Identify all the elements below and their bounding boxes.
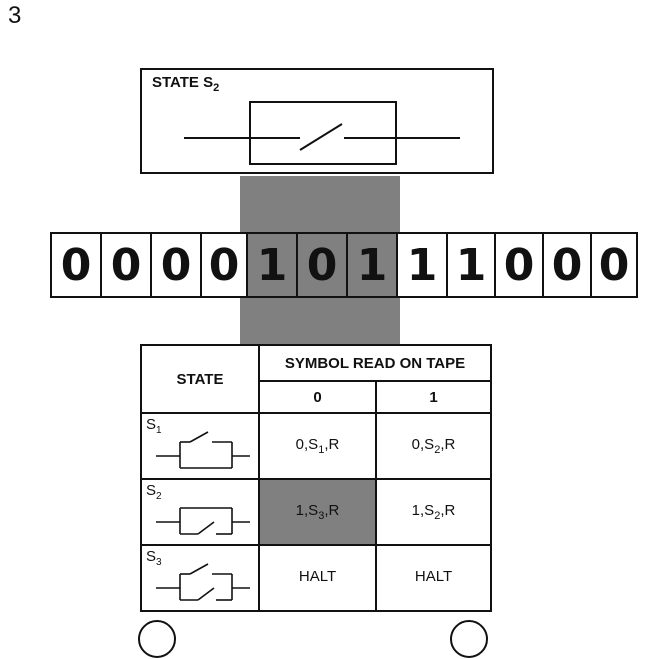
open-switch-icon — [156, 431, 250, 469]
right-wheel — [450, 620, 488, 658]
state-box-title: STATE S2 — [152, 74, 219, 94]
transition-cell: HALT — [258, 544, 377, 612]
figure-number: 3 — [8, 2, 22, 29]
state-box-label: STATE S — [152, 74, 214, 91]
tape-cell: 0 — [50, 232, 102, 298]
table-row: S2 1,S3,R 1,S2,R — [140, 478, 493, 546]
transition-table: STATE SYMBOL READ ON TAPE 0 1 S1 — [140, 344, 493, 612]
tape-cell: 0 — [150, 232, 202, 298]
state-cell: S3 — [140, 544, 260, 612]
state-box-label-sub: 2 — [213, 82, 220, 94]
state-cell: S1 — [140, 412, 260, 480]
transition-cell: 0,S1,R — [258, 412, 377, 480]
state-label: S1 — [146, 416, 162, 436]
symbol-read-header: SYMBOL READ ON TAPE — [258, 344, 492, 382]
tape-cell: 0 — [100, 232, 152, 298]
tape-cell: 0 — [494, 232, 544, 298]
tape-cell: 0 — [200, 232, 248, 298]
table-row: S3 HALT HALT — [140, 544, 493, 612]
state-cell: S2 — [140, 478, 260, 546]
state-box — [140, 68, 494, 174]
symbol-column-0: 0 — [258, 380, 377, 414]
tape-cell-read: 1 — [346, 232, 398, 298]
symbol-column-1: 1 — [374, 380, 493, 414]
state-label: S3 — [146, 548, 162, 568]
transition-cell: HALT — [374, 544, 493, 612]
tape-cell-read: 0 — [296, 232, 348, 298]
left-wheel — [138, 620, 176, 658]
tape-cell: 0 — [590, 232, 638, 298]
transition-cell: 0,S2,R — [374, 412, 493, 480]
state-column-header: STATE — [140, 344, 260, 414]
transition-cell-highlighted: 1,S3,R — [258, 478, 377, 546]
read-head-shade — [240, 176, 400, 344]
tape-cell-read: 1 — [246, 232, 298, 298]
tape-cell: 0 — [542, 232, 592, 298]
lower-switch-icon — [156, 507, 250, 535]
tape-cell: 1 — [446, 232, 496, 298]
double-switch-icon — [156, 563, 250, 601]
transition-cell: 1,S2,R — [374, 478, 493, 546]
table-row: S1 0,S1,R 0,S2,R — [140, 412, 493, 480]
tape-cell: 1 — [396, 232, 448, 298]
state-label: S2 — [146, 482, 162, 502]
state-box-switch-icon — [184, 101, 460, 165]
